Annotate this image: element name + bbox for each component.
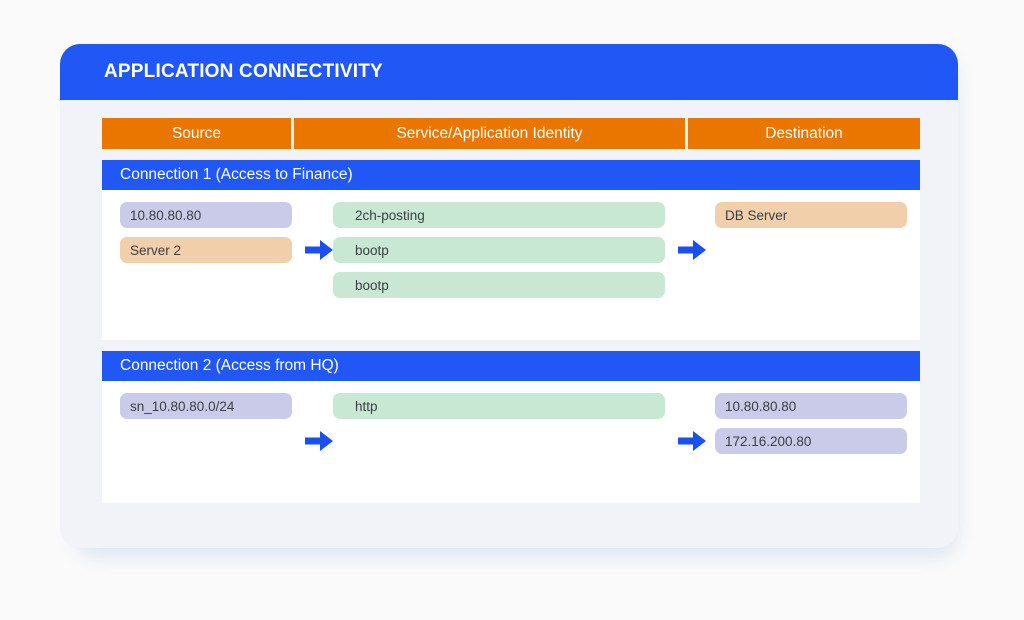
column-header-source: Source bbox=[102, 118, 291, 149]
connection-block-2: Connection 2 (Access from HQ) sn_10.80.8… bbox=[102, 351, 920, 503]
page-title: APPLICATION CONNECTIVITY bbox=[104, 61, 383, 82]
connection-1-source-lane: 10.80.80.80 Server 2 bbox=[120, 190, 292, 340]
source-pill[interactable]: Server 2 bbox=[120, 237, 292, 263]
connection-block-1: Connection 1 (Access to Finance) 10.80.8… bbox=[102, 160, 920, 340]
column-header-source-label: Source bbox=[171, 124, 222, 142]
connection-2-source-arrow-lane bbox=[301, 381, 341, 503]
source-pill[interactable]: 10.80.80.80 bbox=[120, 202, 292, 228]
connection-1-source-arrow-lane bbox=[301, 190, 341, 340]
connection-1-destination-lane: DB Server bbox=[715, 190, 907, 340]
connection-2-destination-arrow-lane bbox=[674, 381, 714, 503]
arrow-right-icon bbox=[303, 428, 335, 454]
column-header-destination: Destination bbox=[688, 118, 920, 149]
arrow-right-icon bbox=[676, 237, 708, 263]
connection-2-destination-lane: 10.80.80.80 172.16.200.80 bbox=[715, 381, 907, 503]
column-header-destination-label: Destination bbox=[765, 124, 843, 142]
service-pill[interactable]: bootp bbox=[333, 237, 665, 263]
connection-1-header[interactable]: Connection 1 (Access to Finance) bbox=[102, 160, 920, 190]
service-pill[interactable]: 2ch-posting bbox=[333, 202, 665, 228]
application-connectivity-card: APPLICATION CONNECTIVITY Source Service/… bbox=[60, 44, 958, 548]
arrow-right-icon bbox=[303, 237, 335, 263]
destination-pill[interactable]: DB Server bbox=[715, 202, 907, 228]
connection-1-panel: 10.80.80.80 Server 2 2ch-posting bootp bbox=[102, 190, 920, 340]
source-pill[interactable]: sn_10.80.80.0/24 bbox=[120, 393, 292, 419]
connection-2-panel: sn_10.80.80.0/24 http bbox=[102, 381, 920, 503]
connection-1-service-lane: 2ch-posting bootp bootp bbox=[333, 190, 665, 340]
destination-pill[interactable]: 172.16.200.80 bbox=[715, 428, 907, 454]
column-header-row: Source Service/Application Identity Dest… bbox=[102, 118, 920, 149]
column-header-service-label: Service/Application Identity bbox=[396, 124, 583, 142]
column-header-service: Service/Application Identity bbox=[294, 118, 685, 149]
connection-2-source-lane: sn_10.80.80.0/24 bbox=[120, 381, 292, 503]
arrow-right-icon bbox=[676, 428, 708, 454]
destination-pill[interactable]: 10.80.80.80 bbox=[715, 393, 907, 419]
service-pill[interactable]: http bbox=[333, 393, 665, 419]
service-pill[interactable]: bootp bbox=[333, 272, 665, 298]
connection-1-destination-arrow-lane bbox=[674, 190, 714, 340]
connection-2-service-lane: http bbox=[333, 381, 665, 503]
card-body: Source Service/Application Identity Dest… bbox=[60, 100, 958, 503]
card-header: APPLICATION CONNECTIVITY bbox=[60, 44, 958, 100]
connection-2-title: Connection 2 (Access from HQ) bbox=[120, 357, 339, 374]
connection-2-header[interactable]: Connection 2 (Access from HQ) bbox=[102, 351, 920, 381]
connection-1-title: Connection 1 (Access to Finance) bbox=[120, 166, 353, 183]
